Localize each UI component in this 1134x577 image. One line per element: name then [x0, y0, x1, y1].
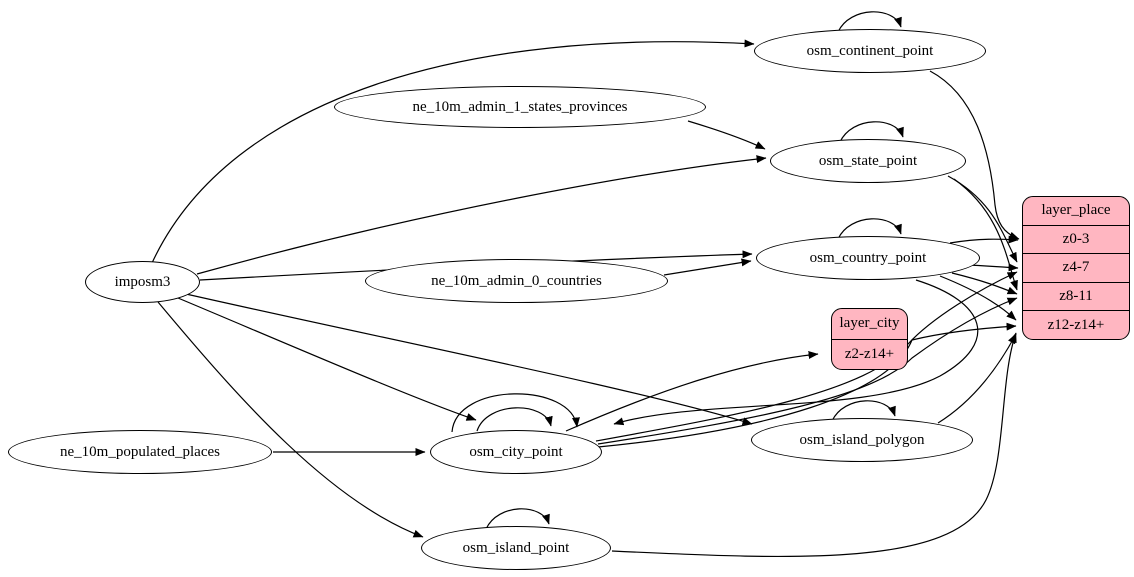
self-loop-osm_city_point-inner	[476, 407, 553, 432]
edge-imposm3-osm_island_polygon	[185, 293, 753, 426]
node-label: osm_country_point	[809, 249, 927, 266]
edge-osm_island_point-layer_place_z12-z14	[611, 332, 1017, 558]
edge-osm_city_point-layer_city	[565, 351, 819, 432]
self-loop-osm_island_point	[485, 508, 550, 530]
node-imposm3: imposm3	[85, 261, 200, 303]
node-osm_island_point: osm_island_point	[421, 526, 611, 570]
node-label: osm_island_polygon	[799, 431, 925, 448]
node-label: ne_10m_populated_places	[60, 443, 220, 460]
node-ne_10m_admin_1_states_provinces: ne_10m_admin_1_states_provinces	[334, 86, 706, 128]
node-osm_state_point: osm_state_point	[770, 139, 966, 183]
edge-imposm3-osm_state_point	[196, 155, 767, 275]
node-osm_city_point: osm_city_point	[430, 430, 602, 474]
layer-place-zoom-row-z0-3: z0-3	[1023, 224, 1129, 254]
node-ne_10m_populated_places: ne_10m_populated_places	[8, 430, 272, 474]
layer-city-zoom-row: z2-z14+	[832, 338, 907, 370]
node-osm_country_point: osm_country_point	[756, 236, 980, 280]
node-label: ne_10m_admin_0_countries	[431, 272, 602, 289]
edge-imposm3-osm_continent_point	[151, 39, 755, 264]
self-loop-osm_continent_point	[837, 11, 902, 33]
self-loop-osm_island_polygon	[831, 400, 896, 422]
node-layer_place: layer_place z0-3 z4-7 z8-11 z12-z14+	[1022, 196, 1130, 340]
edge-ne_10m_admin_0_countries-osm_country_point	[663, 258, 752, 276]
self-loop-osm_country_point	[837, 218, 902, 240]
node-label: osm_city_point	[469, 443, 563, 460]
node-label: imposm3	[114, 273, 171, 290]
edge-osm_country_point-layer_place_z0-3	[949, 235, 1019, 244]
self-loop-osm_city_point-outer	[451, 393, 580, 433]
node-label: osm_island_point	[462, 539, 570, 556]
edge-osm_city_point-layer_place_z8-11	[597, 297, 1018, 445]
layer-place-zoom-row-z8-11: z8-11	[1023, 281, 1129, 311]
edge-osm_continent_point-layer_place_z0-3	[929, 70, 1020, 240]
self-loop-osm_state_point	[839, 121, 904, 143]
node-label: ne_10m_admin_1_states_provinces	[412, 98, 628, 115]
node-osm_continent_point: osm_continent_point	[754, 29, 986, 73]
node-ne_10m_admin_0_countries: ne_10m_admin_0_countries	[365, 259, 668, 303]
node-label: osm_continent_point	[806, 42, 934, 59]
layer-place-title: layer_place	[1041, 202, 1111, 219]
edge-osm_country_point-osm_city_point	[613, 279, 979, 426]
edge-ne_10m_admin_1_states_provinces-osm_state_point	[687, 120, 766, 150]
edge-osm_state_point-layer_place_z8-11	[953, 178, 1018, 291]
edge-osm_island_polygon-layer_place_z12-z14	[937, 333, 1017, 424]
node-osm_island_polygon: osm_island_polygon	[751, 418, 973, 462]
layer-place-zoom-row-z4-7: z4-7	[1023, 253, 1129, 282]
layer-city-title: layer_city	[839, 315, 900, 332]
edge-imposm3-osm_island_point	[157, 301, 424, 538]
edge-imposm3-osm_city_point	[177, 297, 477, 421]
node-layer_city: layer_city z2-z14+	[831, 308, 908, 370]
layer-place-zoom-row-z12-z14: z12-z14+	[1023, 310, 1129, 339]
edge-osm_country_point-layer_place_z12-z14	[939, 275, 1017, 321]
node-label: osm_state_point	[818, 152, 918, 169]
